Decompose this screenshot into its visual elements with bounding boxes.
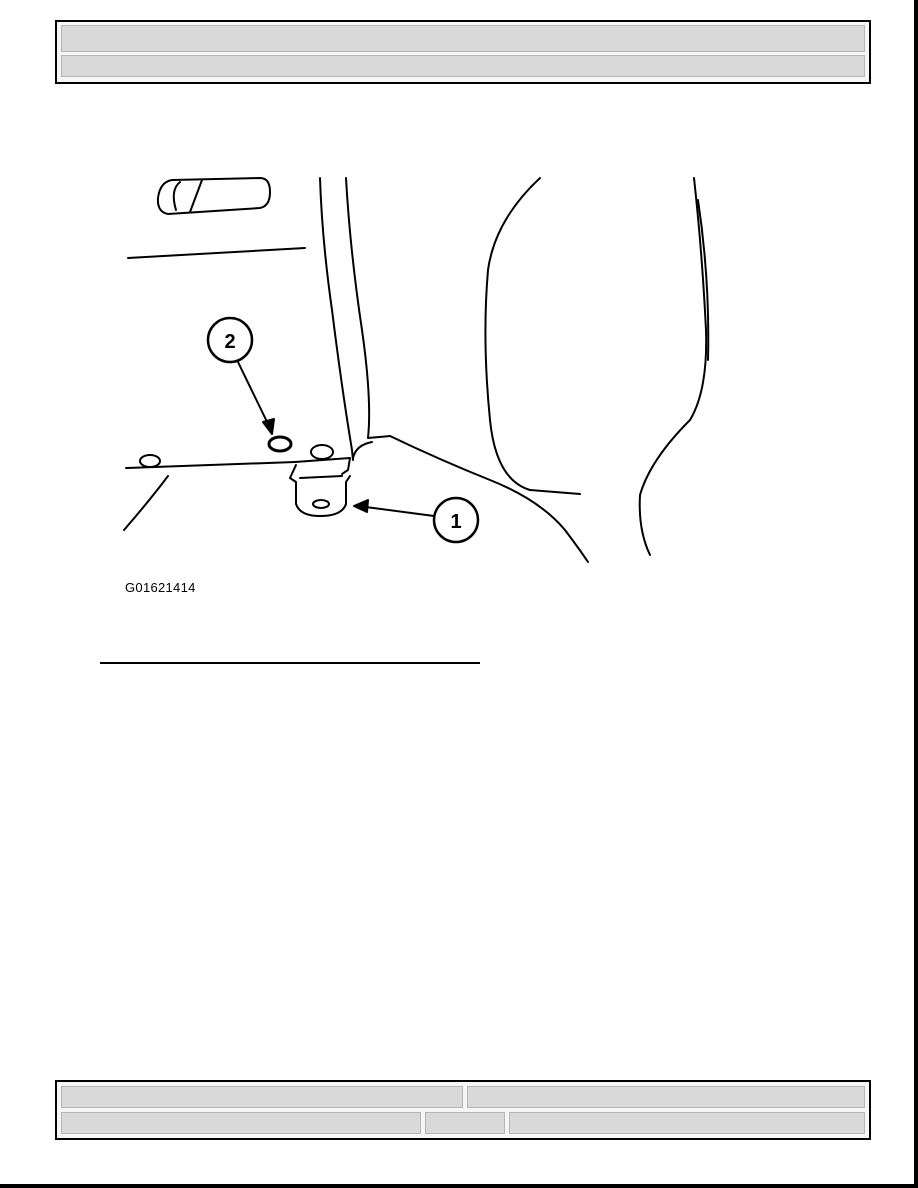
striker-latch <box>289 457 351 517</box>
callout-1-label: 1 <box>450 511 461 533</box>
pillar-shape <box>319 177 589 563</box>
callout-1: 1 <box>353 496 480 544</box>
separator-line <box>100 662 480 664</box>
floor-panel <box>123 435 334 531</box>
header-subtitle <box>61 55 865 77</box>
grommet-2 <box>267 435 293 453</box>
technical-illustration: 2 1 <box>123 177 710 563</box>
figure-id: G01621414 <box>125 580 196 595</box>
footer-cell-4 <box>425 1112 505 1134</box>
callout-2-label: 2 <box>224 331 235 353</box>
hole-left <box>139 454 161 468</box>
callout-2: 2 <box>206 316 275 435</box>
hole-middle <box>310 444 334 460</box>
footer-cell-2 <box>467 1086 865 1108</box>
header-title <box>61 25 865 52</box>
page-header <box>55 20 871 84</box>
footer-cell-3 <box>61 1112 421 1134</box>
door-outline <box>484 177 710 556</box>
panel-edge-upper <box>127 247 306 259</box>
footer-cell-5 <box>509 1112 865 1134</box>
handle-shape <box>156 177 271 215</box>
footer-cell-1 <box>61 1086 463 1108</box>
page-footer <box>55 1080 871 1140</box>
